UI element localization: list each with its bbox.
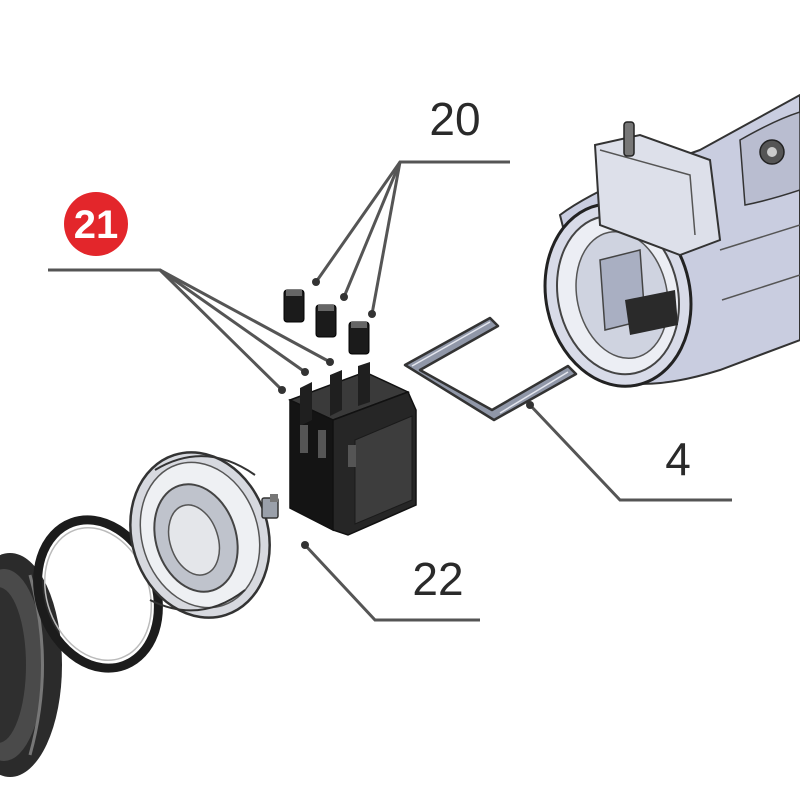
leader-line-21c [159, 268, 331, 364]
callout-label-4: 4 [665, 433, 691, 485]
leader-line-20 [314, 160, 510, 283]
leader-line-4 [528, 403, 732, 502]
leader-line-20c [370, 161, 402, 315]
bracket-part [403, 316, 578, 422]
callout-label-20: 20 [429, 93, 480, 145]
leader-lines [48, 160, 732, 622]
leader-line-21b [159, 268, 306, 374]
callout-label-21: 21 [74, 203, 119, 247]
leader-arrowheads [278, 278, 534, 549]
end-cap-part [129, 451, 279, 619]
carbon-brushes-part [283, 289, 370, 355]
motor-housing-part [543, 93, 800, 388]
brush-holder-part [288, 362, 417, 536]
leader-line-22 [303, 543, 480, 622]
callout-label-22: 22 [412, 553, 463, 605]
wheel-part [0, 553, 62, 777]
leader-line-20b [342, 161, 402, 298]
callout-badge-21 [64, 192, 128, 256]
